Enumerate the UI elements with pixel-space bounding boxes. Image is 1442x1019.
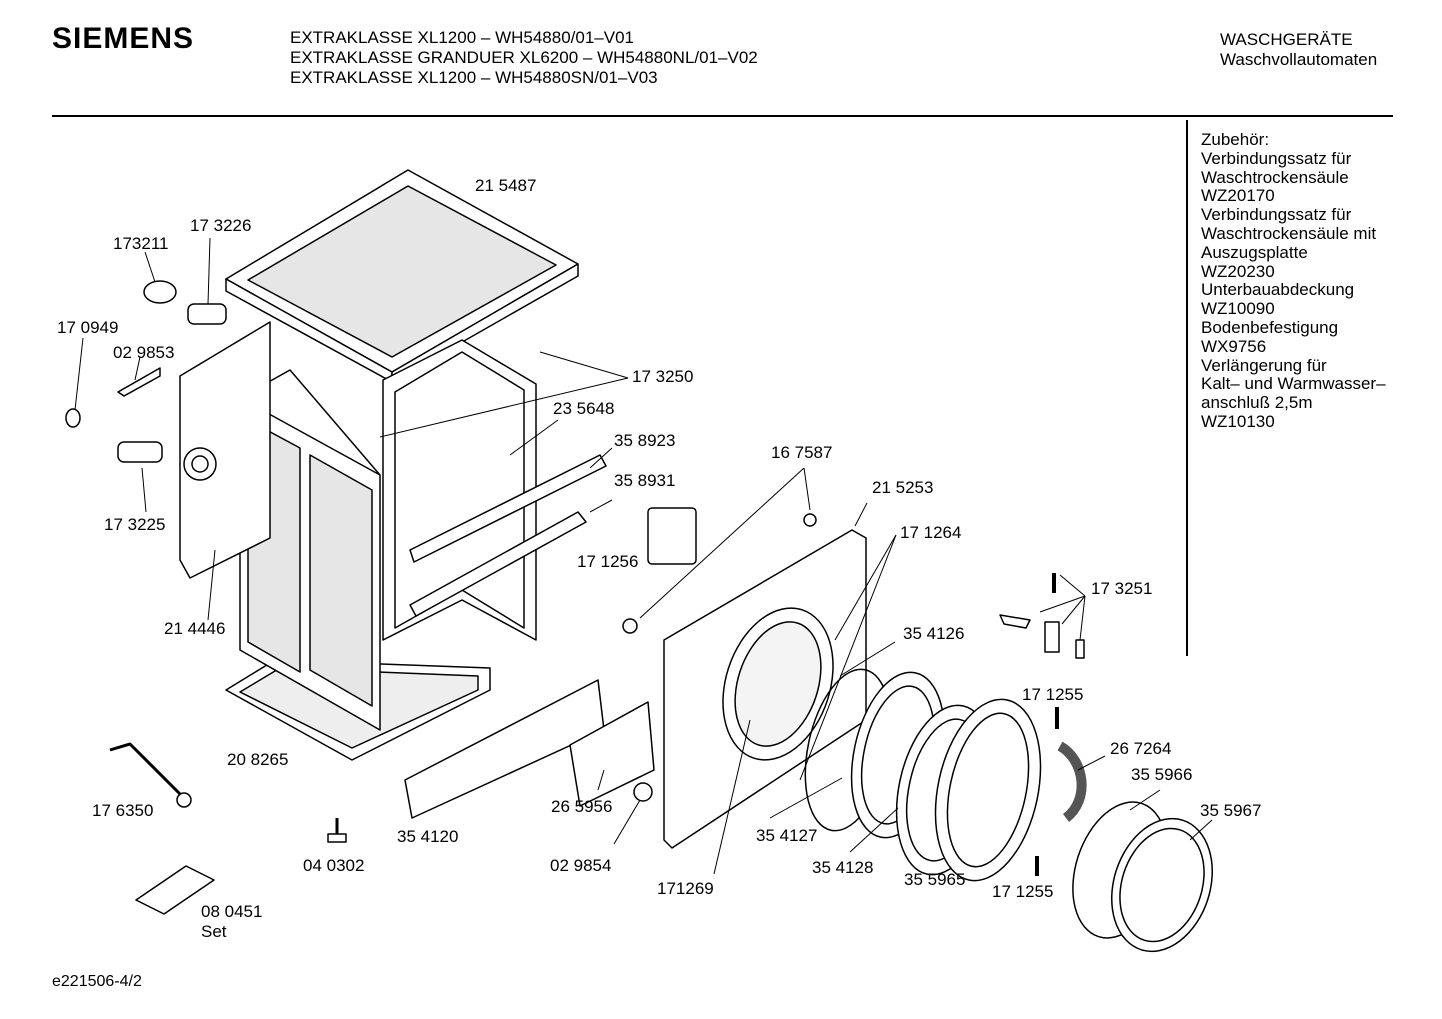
accessory-line: WZ20170 [1201,186,1275,206]
accessory-line: Auszugsplatte [1201,242,1308,262]
worktop-lid [225,169,579,383]
model-line-1: EXTRAKLASSE XL1200 – WH54880/01–V01 [290,28,634,47]
accessory-line: Verbindungssatz für [1201,205,1352,225]
cabinet-side-panel [239,369,381,731]
part-label: 35 4127 [756,826,818,845]
part-label: 02 9854 [550,856,612,875]
accessory-line: WX9756 [1201,336,1267,356]
model-list: EXTRAKLASSE XL1200 – WH54880/01–V01 EXTR… [290,28,758,88]
part-label-set: Set [201,922,227,941]
part-label: 17 1255 [992,882,1054,901]
back-panel [179,321,271,579]
part-label: 04 0302 [303,856,365,875]
part-label: 17 3251 [1091,579,1153,598]
category-subtitle: Waschvollautomaten [1220,50,1378,69]
accessory-line: Bodenbefestigung [1201,317,1339,337]
model-line-2: EXTRAKLASSE GRANDUER XL6200 – WH54880NL/… [290,48,758,67]
cross-struts [409,454,607,617]
accessory-line: WZ10090 [1201,299,1275,319]
part-label: 35 4120 [397,827,459,846]
part-label: 17 3225 [104,515,166,534]
part-label: 35 5965 [904,870,966,889]
accessory-line: Verlängerung für [1201,355,1327,375]
part-label: 35 8931 [614,471,676,490]
part-label: 20 8265 [227,750,289,769]
accessory-line: Waschtrockensäule mit [1201,223,1377,243]
accessory-line: Zubehör: [1201,130,1270,149]
rear-frame [382,339,537,641]
part-label: 17 1256 [577,552,639,571]
small-parts [65,280,1087,915]
accessory-line: WZ10130 [1201,411,1275,431]
drawing-id: e221506-4/2 [52,973,142,990]
accessory-line: anschluß 2,5m [1201,393,1313,413]
part-label: 16 7587 [771,443,833,462]
part-label: 21 4446 [164,619,226,638]
accessory-list: Zubehör: Verbindungssatz für Waschtrocke… [1201,130,1386,432]
part-label: 17 1255 [1022,685,1084,704]
leader-lines [74,237,1213,875]
part-label: 35 4128 [812,858,874,877]
part-label: 173211 [113,234,169,253]
door-rings [804,668,1214,953]
brand-logo: SIEMENS [52,22,195,55]
part-label: 35 4126 [903,624,965,643]
category-block: WASCHGERÄTE Waschvollautomaten [1220,30,1377,70]
part-label: 26 7264 [1110,739,1172,758]
accessory-line: WZ20230 [1201,261,1275,281]
part-label: 08 0451 [201,902,263,921]
part-label: 17 3226 [190,216,252,235]
category-title: WASCHGERÄTE [1220,30,1353,49]
part-label: 17 1264 [900,523,962,542]
part-label: 02 9853 [113,343,175,362]
accessory-line: Unterbauabdeckung [1201,280,1355,300]
part-label: 35 5967 [1200,801,1262,820]
part-label: 35 5966 [1131,765,1193,784]
front-panel [663,529,867,849]
header-divider [52,115,1393,117]
accessory-line: Kalt– und Warmwasser– [1201,374,1386,394]
accessory-divider [1186,120,1188,656]
part-label: 171269 [657,879,714,898]
part-label: 26 5956 [551,797,613,816]
model-line-3: EXTRAKLASSE XL1200 – WH54880SN/01–V03 [290,68,658,87]
part-label: 21 5487 [475,176,537,195]
accessory-line: Waschtrockensäule [1201,167,1349,187]
part-label: 21 5253 [872,478,934,497]
part-label: 23 5648 [553,399,615,418]
accessory-line: Verbindungssatz für [1201,148,1352,168]
part-label: 17 3250 [632,367,694,386]
part-label: 35 8923 [614,431,676,450]
part-label: 17 6350 [92,801,154,820]
plinth-panels [404,679,655,819]
part-label: 17 0949 [57,318,119,337]
